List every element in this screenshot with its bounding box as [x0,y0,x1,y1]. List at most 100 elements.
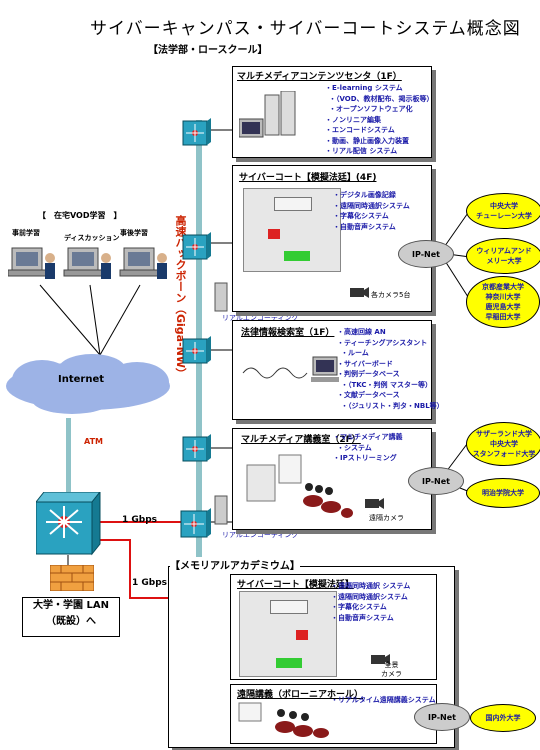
partner-4-name-3: スタンフォード大学 [472,450,536,458]
backbone-line [196,120,202,610]
remote-lecture-title: 遠隔講義（ボローニアホール） [237,690,364,700]
cyber-court-4f-list: デジタル画像記録 遠隔同時通訳システム 字幕化システム 自動音声システム [333,190,410,232]
remote-lecture-panel: 遠隔講義（ボローニアホール） リアルタイム遠隔講義システム [230,684,437,744]
partner-6-name-1: 国内外大学 [485,714,521,722]
cc4-item-4: 自動音声システム [333,222,410,233]
mm-classroom-list: マルチメディア講義 システム IPストリーミング [333,432,403,464]
mmc-item-1: マルチメディア講義 [333,432,403,443]
switch-icon-5 [180,508,211,538]
partner-2-name-1: ウィリアムアンド [476,247,532,255]
cameras-label: 各カメラ5台 [371,291,411,299]
li-item-8: （ジュリスト・判タ・NBL等） [337,401,444,412]
li-item-6: （TKC・判例 マスター等） [337,380,444,391]
cyber-court-mock-title: サイバーコート【模擬法廷】 [237,580,354,590]
partner-1-name-1: 中央大学 [490,202,518,210]
li-item-2: ティーチングアシスタント [337,338,444,349]
firewall-icon [50,565,94,591]
camera-icon-3 [371,654,390,665]
mm-classroom-panel: マルチメディア講義室（2F） マルチメディア講義 システム IPストリーミング … [232,428,432,530]
partner-ellipse-1: 中央大学 チューレーン大学 [466,193,540,229]
home-vod-item-2: ディスカッション [64,234,120,242]
multimedia-center-panel: マルチメディアコンテンツセンタ（1F） E-learning システム （VOD… [232,66,434,158]
mm-item-2: （VOD、教材配布、掲示板等） [325,94,434,105]
camera-icon-1 [350,287,369,298]
atm-label: ATM [84,437,103,446]
core-switch-icon [36,492,101,556]
court-room-illustration [243,188,341,272]
cyber-court-mock-panel: サイバーコート【模擬法廷】 遠隔同時通訳 システム 遠隔同時通訳システム 字幕化… [230,574,437,680]
internet-cloud [6,354,170,414]
partner-4-name-2: 中央大学 [490,440,518,448]
classroom-illustration [246,454,353,518]
ccm-item-4: 自動音声システム [331,613,410,624]
realtime-encoding-label-2: リアルエンコーディング [222,531,299,539]
student-computer-3 [119,247,167,279]
realtime-encoding-label-1: リアルエンコーディング [222,314,299,322]
home-vod-item-3: 事後学習 [120,229,148,237]
legal-info-panel: 法律情報検索室（1F） 高速回線 AN ティーチングアシスタント ルーム サイバ… [232,320,444,420]
legal-info-title: 法律情報検索室（1F） [241,328,335,338]
li-item-3: ルーム [337,348,444,359]
li-item-5: 判例データベース [337,369,444,380]
mmc-item-2: システム [333,443,403,454]
mm-classroom-title: マルチメディア講義室（2F） [241,435,361,445]
ccm-item-1: 遠隔同時通訳 システム [331,581,410,592]
home-vod-heading: 【 在宅VOD学習 】 [38,211,122,220]
cc4-item-3: 字幕化システム [333,211,410,222]
switch-icon-2 [182,232,211,260]
university-lan-box: 大学・学園 LAN （既設）へ [22,597,120,637]
partner-ellipse-6: 国内外大学 [470,704,536,732]
legal-info-list: 高速回線 AN ティーチングアシスタント ルーム サイバーボード 判例データベー… [337,327,444,411]
partner-3-name-3: 鹿児島大学 [485,303,521,311]
ccm-item-2: 遠隔同時通訳システム [331,592,410,603]
cyber-court-mock-list: 遠隔同時通訳 システム 遠隔同時通訳システム 字幕化システム 自動音声システム [331,581,410,623]
ip-net-cloud-2: IP-Net [408,467,464,495]
partner-3-name-4: 早稲田大学 [485,313,521,321]
partner-1-name-2: チューレーン大学 [476,212,532,220]
ccm-item-3: 字幕化システム [331,602,410,613]
camera-icon-2 [365,498,384,509]
student-computer-1 [8,247,55,279]
gbps-label-a: 1 Gbps [122,515,158,525]
partner-3-name-1: 京都産業大学 [482,283,524,291]
ip-net-cloud-1: IP-Net [398,240,454,268]
atm-line [66,418,71,498]
cyber-court-4f-panel: サイバーコート【模擬法廷】(4F) デジタル画像記録 遠隔同時通訳システム 字幕… [232,165,432,312]
mmc-item-3: IPストリーミング [333,453,403,464]
encoder-icon-2 [214,495,228,525]
cyber-court-4f-title: サイバーコート【模擬法廷】(4F) [239,173,377,183]
rl-item-1: リアルタイム遠隔講義システム [331,695,436,706]
remote-lecture-list: リアルタイム遠隔講義システム [331,695,436,706]
mock-court-illustration [239,591,337,677]
ip-net-cloud-3: IP-Net [414,703,470,731]
partner-5-name-1: 明治学院大学 [482,489,524,497]
mm-item-3: オープンソフトウェア化 [325,104,434,115]
mm-item-1: E-learning システム [325,83,434,94]
search-room-illustration [242,356,339,382]
mm-item-4: ノンリニア編集 [325,115,434,126]
partner-ellipse-2: ウィリアムアンド メリー大学 [466,238,540,274]
diagram-title: サイバーキャンパス・サイバーコートシステム概念図 [90,19,521,39]
switch-icon-1 [182,118,211,146]
partner-ellipse-5: 明治学院大学 [466,478,540,508]
mm-item-6: 動画、静止画像入力装置 [325,136,434,147]
li-item-7: 文献データベース [337,390,444,401]
partner-2-name-2: メリー大学 [486,257,522,265]
panoramic-camera-label: 全景 カメラ [381,661,402,678]
gbps-label-b: 1 Gbps [132,578,168,588]
encoder-icon-1 [214,282,228,312]
cc4-item-2: 遠隔同時通訳システム [333,201,410,212]
partner-ellipse-3: 京都産業大学 神奈川大学 鹿児島大学 早稲田大学 [466,276,540,328]
multimedia-center-title: マルチメディアコンテンツセンタ（1F） [237,72,402,82]
li-item-1: 高速回線 AN [337,327,444,338]
partner-3-name-2: 神奈川大学 [485,293,521,301]
gbps-link-b [100,539,178,599]
home-vod-item-1: 事前学習 [12,229,40,237]
partner-ellipse-4: サザーランド大学 中央大学 スタンフォード大学 [466,422,540,466]
li-item-4: サイバーボード [337,359,444,370]
student-computer-2 [63,247,111,279]
server-workstation-icon [239,91,296,138]
switch-icon-4 [182,434,211,462]
remote-camera-label: 遠隔カメラ [369,514,404,522]
student-computers-illustration [8,247,167,279]
